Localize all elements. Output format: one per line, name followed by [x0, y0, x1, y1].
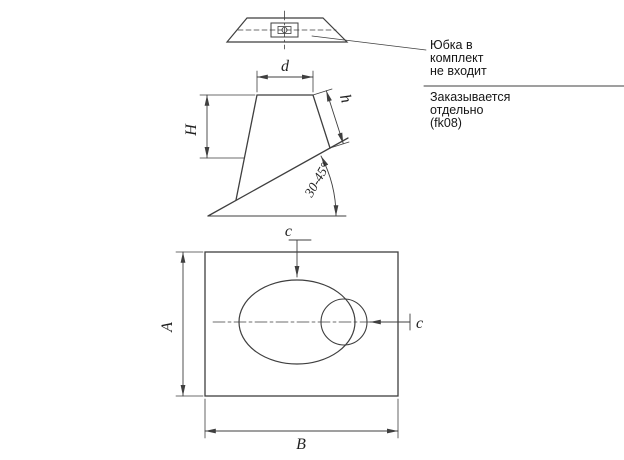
roof-angle: 30-45°	[301, 155, 339, 217]
label-d: d	[281, 58, 290, 75]
dimension-line	[325, 90, 344, 145]
leader-line	[311, 35, 427, 51]
label-h: h	[336, 92, 355, 105]
note-ordered-line1: Заказывается	[430, 90, 510, 104]
label-roof-angle: 30-45°	[301, 160, 333, 201]
note-ordered-line3: (fk08)	[430, 116, 462, 130]
roof-slope-line	[207, 137, 349, 217]
dim-c-top: c	[285, 223, 312, 278]
dim-B: B	[204, 398, 399, 453]
dim-H: H	[183, 94, 256, 159]
dim-d: d	[256, 58, 314, 93]
note-not-included-line3: не входит	[430, 64, 487, 78]
dim-h: h	[312, 88, 355, 149]
base-plate-outline	[204, 251, 399, 397]
extension-line	[312, 88, 333, 96]
note-ordered-line2: отдельно	[430, 103, 484, 117]
label-c-right: c	[416, 315, 423, 332]
dim-c-right: c	[369, 313, 423, 332]
cone-side-view: d h H 30-45°	[183, 58, 355, 217]
plan-view: c c A B	[159, 223, 423, 453]
angle-arc	[320, 155, 339, 217]
label-A: A	[159, 322, 176, 333]
skirt-top-view	[225, 10, 427, 51]
label-H: H	[183, 123, 200, 137]
annotation-note: Юбка в комплект не входит Заказывается о…	[423, 38, 624, 130]
note-not-included-line2: комплект	[430, 51, 484, 65]
extension-line	[329, 141, 350, 149]
cone-outline	[235, 94, 331, 201]
label-c-top: c	[285, 223, 292, 240]
skirt-outline	[225, 17, 349, 43]
dim-A: A	[159, 251, 204, 397]
note-not-included-line1: Юбка в	[430, 38, 473, 52]
label-B: B	[296, 436, 306, 453]
